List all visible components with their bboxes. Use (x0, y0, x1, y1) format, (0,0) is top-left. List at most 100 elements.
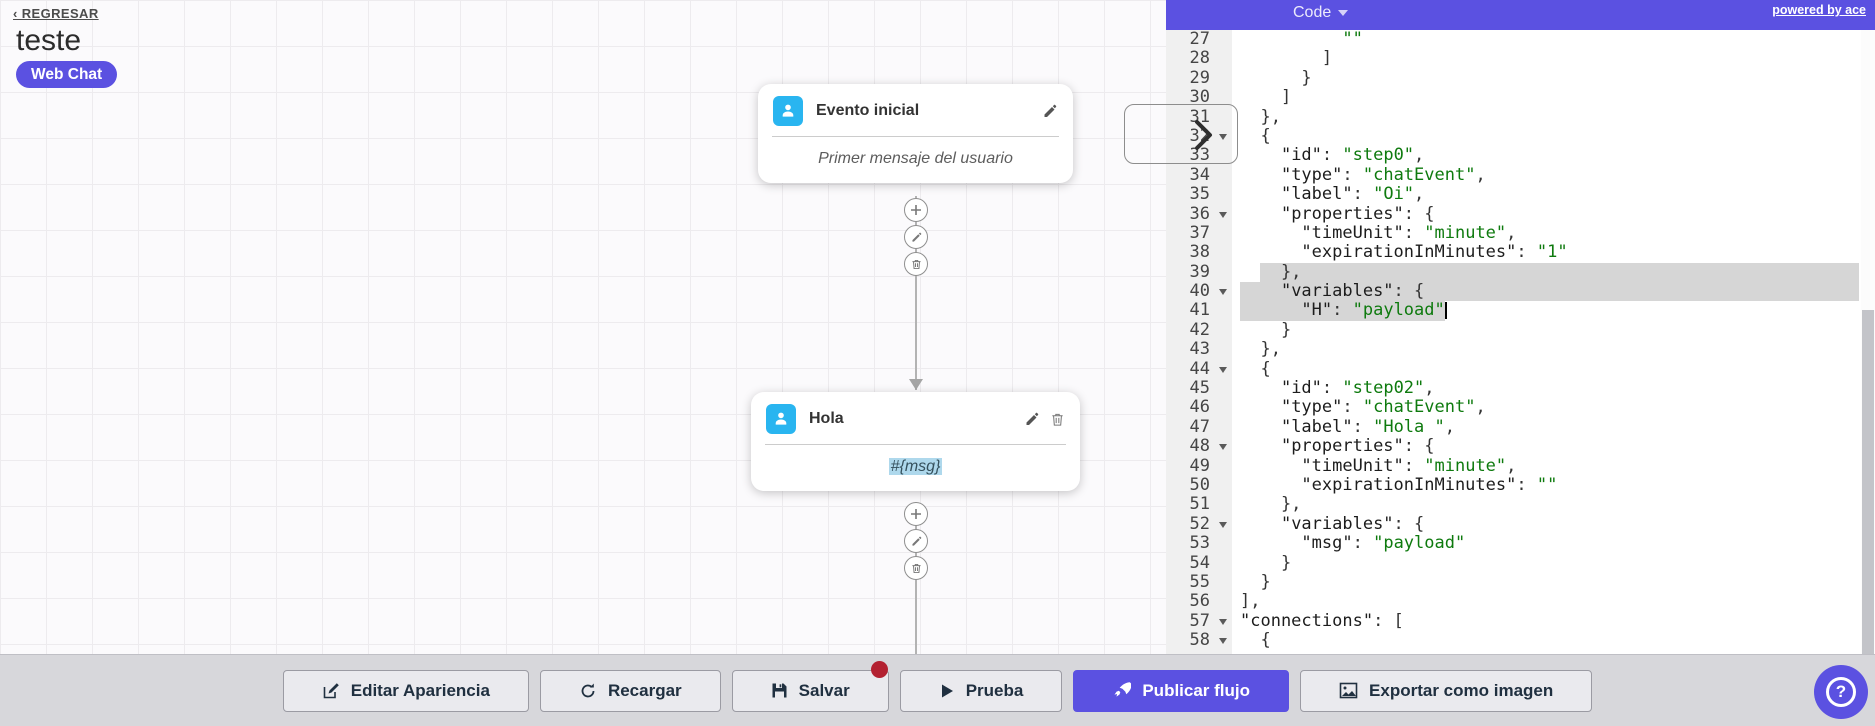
gutter-line-number[interactable]: 43 (1189, 339, 1210, 360)
help-button[interactable]: ? (1814, 665, 1868, 719)
code-line[interactable]: ] (1240, 48, 1333, 69)
fold-caret-icon[interactable] (1219, 638, 1227, 645)
gutter-line-number[interactable]: 27 (1189, 29, 1210, 49)
gutter-line-number[interactable]: 53 (1189, 533, 1210, 554)
code-line[interactable]: } (1240, 552, 1292, 573)
code-line[interactable]: "timeUnit": "minute", (1301, 455, 1517, 476)
gutter-line-number[interactable]: 31 (1189, 106, 1210, 127)
code-line[interactable]: { (1240, 125, 1271, 146)
code-line[interactable]: "expirationInMinutes": "" (1301, 474, 1558, 495)
gutter-line-number[interactable]: 56 (1189, 591, 1210, 612)
fold-caret-icon[interactable] (1219, 211, 1227, 218)
edit-appearance-button[interactable]: Editar Apariencia (282, 669, 529, 712)
code-line[interactable]: "msg": "payload" (1301, 533, 1466, 554)
code-line[interactable]: "variables": { (1280, 513, 1425, 534)
fold-caret-icon[interactable] (1219, 133, 1227, 140)
gutter-line-number[interactable]: 42 (1189, 319, 1210, 340)
page-title: teste (16, 24, 82, 57)
gutter-line-number[interactable]: 55 (1189, 571, 1210, 592)
gutter-line-number[interactable]: 50 (1189, 474, 1210, 495)
code-line[interactable]: "type": "chatEvent", (1280, 164, 1486, 185)
gutter-line-number[interactable]: 47 (1189, 416, 1210, 437)
edit-connection-button[interactable] (904, 225, 928, 249)
node-body-text: Primer mensaje del usuario (818, 150, 1013, 167)
editor-scrollbar (1861, 30, 1875, 654)
code-line[interactable]: }, (1232, 262, 1875, 283)
code-line[interactable]: }, (1240, 106, 1281, 127)
gutter-line-number[interactable]: 45 (1189, 378, 1210, 399)
code-line[interactable]: }, (1240, 494, 1302, 515)
back-link[interactable]: ‹ REGRESAR (13, 6, 99, 21)
gutter-line-number[interactable]: 38 (1189, 242, 1210, 263)
gutter-line-number[interactable]: 44 (1166, 359, 1232, 379)
gutter-line-number[interactable]: 48 (1166, 436, 1232, 456)
add-step-button[interactable] (904, 198, 928, 222)
gutter-line-number[interactable]: 51 (1189, 494, 1210, 515)
code-line[interactable]: "type": "chatEvent", (1280, 397, 1486, 418)
code-line[interactable]: "properties": { (1280, 203, 1435, 224)
code-mode-dropdown[interactable]: Code (1293, 4, 1349, 22)
code-line[interactable]: "connections": [ (1240, 610, 1404, 631)
gutter-line-number[interactable]: 54 (1189, 552, 1210, 573)
reload-button[interactable]: Recargar (539, 669, 721, 712)
code-line[interactable]: "" (1342, 29, 1363, 49)
code-line[interactable]: "properties": { (1280, 436, 1435, 457)
fold-caret-icon[interactable] (1219, 618, 1227, 625)
gutter-line-number[interactable]: 30 (1189, 87, 1210, 108)
gutter-line-number[interactable]: 52 (1166, 514, 1232, 534)
delete-connection-button[interactable] (904, 556, 928, 580)
gutter-line-number[interactable]: 28 (1189, 48, 1210, 69)
delete-connection-button[interactable] (904, 252, 928, 276)
gutter-line-number[interactable]: 39 (1189, 261, 1210, 282)
gutter-line-number[interactable]: 37 (1189, 222, 1210, 243)
code-line[interactable]: ], (1240, 591, 1261, 612)
code-line[interactable]: "id": "step02", (1280, 378, 1435, 399)
edit-node-button[interactable] (1024, 411, 1040, 427)
gutter-line-number[interactable]: 29 (1189, 67, 1210, 88)
gutter-line-number[interactable]: 33 (1189, 145, 1210, 166)
code-line[interactable]: "variables": { (1232, 281, 1875, 302)
gutter-line-number[interactable]: 58 (1166, 630, 1232, 650)
publish-flow-button[interactable]: Publicar flujo (1073, 669, 1290, 712)
gutter-line-number[interactable]: 34 (1189, 164, 1210, 185)
code-line[interactable]: { (1240, 358, 1271, 379)
node-evento-inicial[interactable]: Evento inicial Primer mensaje del usuari… (758, 84, 1073, 183)
edit-connection-button[interactable] (904, 529, 928, 553)
add-step-button[interactable] (904, 502, 928, 526)
code-line[interactable]: } (1240, 67, 1312, 88)
button-label: Exportar como imagen (1369, 680, 1554, 700)
code-line[interactable]: "label": "Hola ", (1280, 416, 1455, 437)
delete-node-button[interactable] (1050, 412, 1065, 427)
code-line[interactable]: { (1240, 630, 1271, 651)
export-image-button[interactable]: Exportar como imagen (1300, 669, 1593, 712)
fold-caret-icon[interactable] (1219, 444, 1227, 451)
code-line[interactable]: }, (1240, 339, 1281, 360)
edit-node-button[interactable] (1042, 103, 1058, 119)
gutter-line-number[interactable]: 41 (1189, 300, 1210, 321)
fold-caret-icon[interactable] (1219, 289, 1227, 296)
code-line[interactable]: "H": "payload" (1232, 301, 1875, 321)
gutter-line-number[interactable]: 49 (1189, 455, 1210, 476)
test-button[interactable]: Prueba (899, 669, 1063, 712)
code-line[interactable]: } (1240, 571, 1271, 592)
code-line[interactable]: "id": "step0", (1280, 145, 1425, 166)
fold-caret-icon[interactable] (1219, 521, 1227, 528)
save-button[interactable]: Salvar (731, 669, 889, 712)
gutter-line-number[interactable]: 35 (1189, 184, 1210, 205)
code-line[interactable]: } (1240, 319, 1292, 340)
code-line[interactable]: ] (1240, 87, 1292, 108)
code-line[interactable]: "timeUnit": "minute", (1301, 222, 1517, 243)
node-hola[interactable]: Hola #{msg} (751, 392, 1080, 491)
gutter-line-number[interactable]: 40 (1166, 281, 1232, 301)
powered-by-ace-link[interactable]: powered by ace (1772, 3, 1866, 17)
fold-caret-icon[interactable] (1219, 366, 1227, 373)
gutter-line-number[interactable]: 36 (1166, 204, 1232, 224)
scrollbar-thumb[interactable] (1862, 310, 1874, 654)
gutter-line-number[interactable]: 57 (1166, 611, 1232, 631)
code-line[interactable]: "expirationInMinutes": "1" (1301, 242, 1568, 263)
gutter-line-number[interactable]: 46 (1189, 397, 1210, 418)
code-lines[interactable]: "" ] } ] }, { "id": "step0", "type": "ch… (1232, 29, 1875, 654)
code-line[interactable]: "label": "Oi", (1280, 184, 1425, 205)
code-panel-toggle-button[interactable] (1124, 104, 1238, 164)
